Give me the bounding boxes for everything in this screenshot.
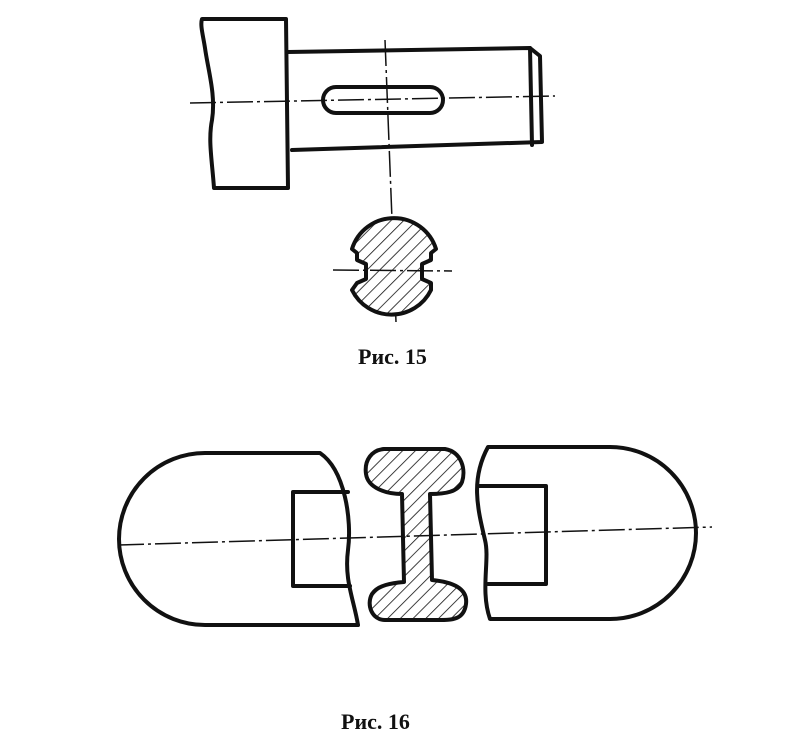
figure-16	[117, 445, 713, 627]
right-part	[475, 445, 698, 621]
shaft-center-axis	[189, 95, 556, 104]
figure-16-caption: Рис. 16	[341, 709, 410, 734]
figure-15	[189, 17, 556, 323]
section-horizontal-axis	[332, 269, 453, 272]
i-beam-section	[363, 447, 469, 622]
shaft-head	[199, 17, 290, 190]
shaft-cross-section	[350, 216, 438, 317]
left-part	[117, 451, 360, 627]
shaft-body	[286, 46, 544, 152]
left-slot	[291, 490, 352, 588]
assembly-center-axis	[117, 526, 713, 546]
figure-15-caption: Рис. 15	[358, 344, 427, 369]
right-slot	[476, 484, 548, 586]
